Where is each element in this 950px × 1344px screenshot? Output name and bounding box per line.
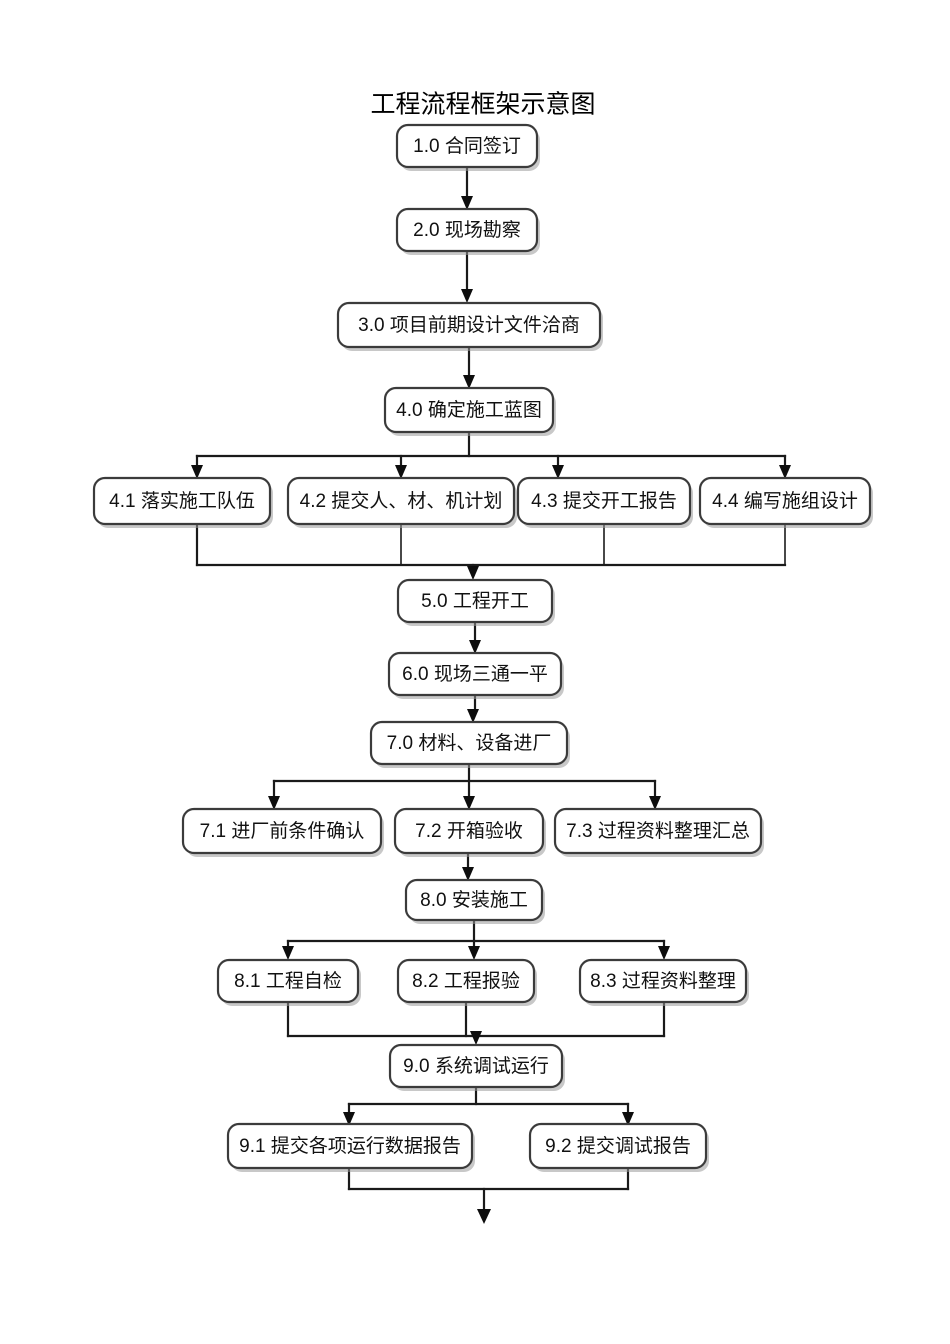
edge-2.0-to-3.0 [461, 249, 473, 303]
edge-6.0-to-7.0 [467, 693, 479, 723]
node-layer: 1.0 合同签订 2.0 现场勘察 3.0 项目前期设计文件洽商 4.0 确定施… [92, 123, 873, 1172]
node-8.2[interactable]: 8.2 工程报验 [396, 958, 537, 1006]
node-1.0-box[interactable] [395, 123, 539, 169]
node-2.0-label: 2.0 现场勘察 [413, 219, 521, 241]
edge-7.2-to-8.0 [462, 851, 474, 881]
edge-7.0-fanout [268, 762, 661, 810]
node-7.2-label: 7.2 开箱验收 [415, 820, 523, 842]
node-4.4[interactable]: 4.4 编写施组设计 [698, 476, 873, 528]
node-4.0-box[interactable] [383, 386, 555, 434]
node-9.2[interactable]: 9.2 提交调试报告 [528, 1122, 709, 1172]
node-6.0-label: 6.0 现场三通一平 [402, 663, 548, 685]
node-4.2[interactable]: 4.2 提交人、材、机计划 [286, 476, 517, 528]
node-5.0[interactable]: 5.0 工程开工 [396, 578, 555, 626]
node-4.1[interactable]: 4.1 落实施工队伍 [92, 476, 273, 528]
node-1.0-label: 1.0 合同签订 [413, 135, 521, 157]
node-7.3-box[interactable] [553, 807, 763, 855]
node-5.0-label: 5.0 工程开工 [421, 590, 529, 612]
node-9.2-box[interactable] [528, 1122, 708, 1170]
node-4.3[interactable]: 4.3 提交开工报告 [516, 476, 693, 528]
node-4.0[interactable]: 4.0 确定施工蓝图 [383, 386, 556, 436]
node-8.3[interactable]: 8.3 过程资料整理 [578, 958, 749, 1006]
node-7.0[interactable]: 7.0 材料、设备进厂 [369, 720, 570, 768]
node-8.1[interactable]: 8.1 工程自检 [216, 958, 361, 1006]
node-4.1-box[interactable] [92, 476, 272, 526]
node-3.0[interactable]: 3.0 项目前期设计文件洽商 [336, 301, 603, 351]
node-7.1[interactable]: 7.1 进厂前条件确认 [181, 807, 384, 857]
node-8.1-label: 8.1 工程自检 [234, 970, 342, 992]
edge-9.0-fanout [343, 1085, 634, 1126]
node-8.2-label: 8.2 工程报验 [412, 970, 520, 992]
node-4.4-label: 4.4 编写施组设计 [712, 490, 858, 512]
node-4.0-label: 4.0 确定施工蓝图 [396, 399, 542, 421]
node-8.0[interactable]: 8.0 安装施工 [404, 878, 545, 924]
node-7.2-box[interactable] [393, 807, 545, 855]
node-2.0[interactable]: 2.0 现场勘察 [395, 207, 540, 255]
node-4.3-label: 4.3 提交开工报告 [531, 490, 677, 512]
node-7.1-box[interactable] [181, 807, 383, 855]
node-8.0-label: 8.0 安装施工 [420, 889, 528, 911]
edge-4x-merge-to-5.0 [195, 522, 787, 580]
node-2.0-box[interactable] [395, 207, 539, 253]
page-title: 工程流程框架示意图 [370, 91, 595, 119]
edge-3.0-to-4.0 [463, 345, 475, 389]
node-6.0[interactable]: 6.0 现场三通一平 [387, 651, 564, 699]
node-8.3-label: 8.3 过程资料整理 [590, 970, 736, 992]
edge-4.0-fanout [191, 430, 791, 479]
node-4.3-box[interactable] [516, 476, 692, 526]
edge-8.0-fanout [282, 918, 670, 960]
node-9.2-label: 9.2 提交调试报告 [545, 1135, 691, 1157]
node-3.0-box[interactable] [336, 301, 602, 349]
node-9.1-label: 9.1 提交各项运行数据报告 [239, 1135, 461, 1157]
node-5.0-box[interactable] [396, 578, 554, 624]
edge-layer [191, 165, 791, 1224]
node-9.0[interactable]: 9.0 系统调试运行 [388, 1043, 565, 1091]
node-8.1-box[interactable] [216, 958, 360, 1004]
node-1.0[interactable]: 1.0 合同签订 [395, 123, 540, 171]
node-7.2[interactable]: 7.2 开箱验收 [393, 807, 546, 857]
node-9.0-box[interactable] [388, 1043, 564, 1089]
node-3.0-label: 3.0 项目前期设计文件洽商 [358, 314, 580, 336]
node-8.0-box[interactable] [404, 878, 544, 922]
node-8.2-box[interactable] [396, 958, 536, 1004]
node-4.2-label: 4.2 提交人、材、机计划 [300, 490, 503, 512]
node-7.3[interactable]: 7.3 过程资料整理汇总 [553, 807, 764, 857]
node-6.0-box[interactable] [387, 651, 563, 697]
node-9.1[interactable]: 9.1 提交各项运行数据报告 [226, 1122, 475, 1172]
node-9.1-box[interactable] [226, 1122, 474, 1170]
node-7.0-box[interactable] [369, 720, 569, 766]
node-9.0-label: 9.0 系统调试运行 [403, 1055, 549, 1077]
edge-1.0-to-2.0 [461, 165, 473, 210]
node-4.1-label: 4.1 落实施工队伍 [109, 490, 255, 512]
node-7.1-label: 7.1 进厂前条件确认 [200, 820, 365, 842]
edge-5.0-to-6.0 [469, 620, 481, 654]
edge-8x-merge-to-9.0 [286, 1000, 666, 1045]
node-7.0-label: 7.0 材料、设备进厂 [387, 732, 552, 754]
node-8.3-box[interactable] [578, 958, 748, 1004]
node-4.2-box[interactable] [286, 476, 516, 526]
node-4.4-box[interactable] [698, 476, 872, 526]
node-7.3-label: 7.3 过程资料整理汇总 [566, 820, 750, 842]
edge-9x-merge-to-end [347, 1166, 630, 1224]
